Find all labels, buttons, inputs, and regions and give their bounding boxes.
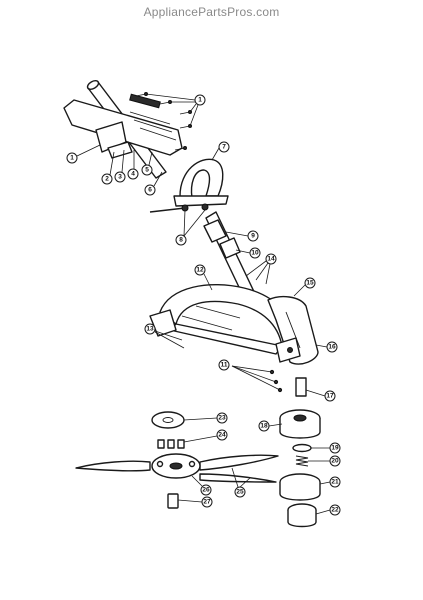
callout-27: 27 (203, 499, 211, 506)
bump-knob-22 (287, 503, 317, 528)
gear-head-housing (267, 295, 319, 365)
callout-11: 11 (221, 362, 228, 369)
spool-21 (279, 473, 321, 501)
disc-23 (151, 411, 185, 429)
callout-24: 24 (218, 432, 226, 439)
studs-24 (157, 439, 185, 449)
callout-7: 7 (222, 144, 226, 151)
callout-14: 14 (267, 256, 275, 263)
callout-16: 16 (328, 344, 336, 351)
shaft-17 (295, 377, 307, 397)
callout-22: 22 (331, 507, 339, 514)
watermark-text: AppliancePartsPros.com (143, 5, 280, 19)
blades-25 (75, 454, 279, 483)
callout-21: 21 (331, 479, 339, 486)
callout-3: 3 (118, 174, 122, 181)
spring-20 (295, 455, 309, 467)
callout-17: 17 (326, 393, 334, 400)
washer-19 (292, 443, 312, 453)
callout-20: 20 (331, 458, 339, 465)
callout-1b: 1 (70, 155, 74, 162)
callout-25: 25 (236, 489, 244, 496)
callout-1a: 1 (198, 97, 202, 104)
spool-housing-18 (279, 409, 321, 439)
grass-guard (149, 284, 297, 355)
callout-15: 15 (306, 280, 314, 287)
callout-12: 12 (196, 267, 204, 274)
callout-26: 26 (202, 487, 210, 494)
callout-2: 2 (105, 176, 109, 183)
callout-8: 8 (179, 237, 183, 244)
callout-18: 18 (260, 423, 268, 430)
assist-handle (149, 158, 229, 213)
callout-23: 23 (218, 415, 226, 422)
callout-9: 9 (251, 233, 255, 240)
handle-grip-assembly (63, 93, 183, 159)
callout-6: 6 (148, 187, 152, 194)
callout-19: 19 (331, 445, 339, 452)
callout-4: 4 (131, 171, 135, 178)
nut-27 (167, 493, 179, 509)
callout-13: 13 (146, 326, 154, 333)
screws-part-11 (231, 365, 283, 393)
blade-hub-26 (151, 453, 201, 479)
callout-5: 5 (145, 167, 149, 174)
callout-10: 10 (251, 250, 259, 257)
